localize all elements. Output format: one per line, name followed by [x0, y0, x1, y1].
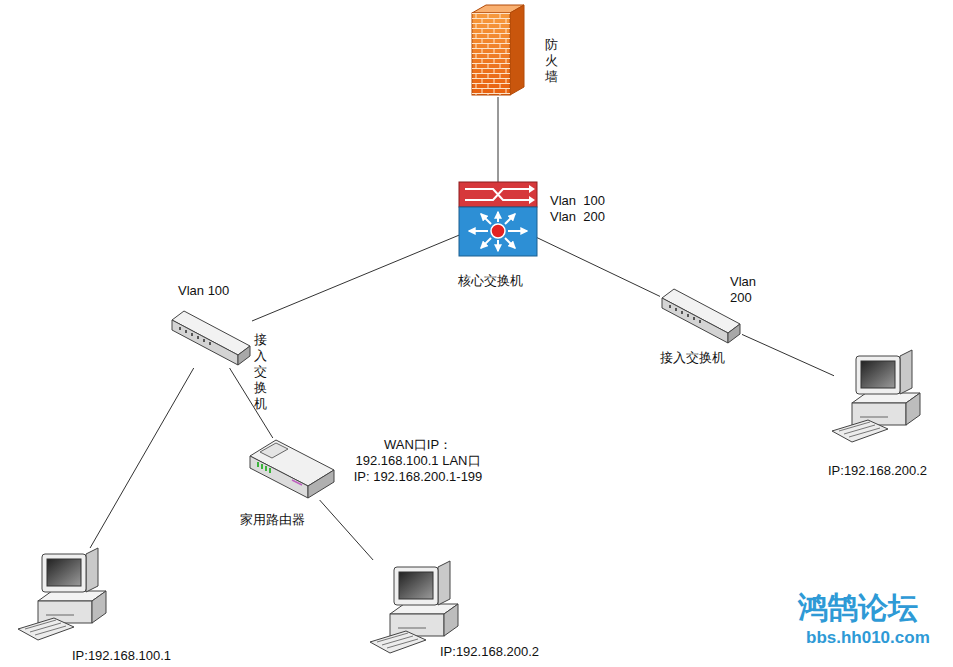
node-label: 防火墙 [545, 37, 558, 85]
network-link [252, 235, 459, 321]
network-link [320, 500, 373, 560]
pc-icon [370, 561, 458, 653]
home-router: 家用路由器WAN口IP： 192.168.100.1 LAN口IP: 192.1… [248, 438, 336, 500]
node-label: WAN口IP： 192.168.100.1 LAN口IP: 192.168.20… [350, 437, 486, 485]
access-switch: Vlan 200接入交换机 [660, 286, 742, 346]
network-link [742, 334, 834, 375]
firewall-icon [472, 5, 524, 95]
access-switch-icon [662, 289, 740, 343]
pc: IP:192.168.200.2 [834, 348, 924, 444]
network-link [498, 97, 499, 182]
node-label: 接入交换机 [660, 350, 725, 366]
node-label: IP:192.168.200.2 [440, 644, 539, 660]
pc-icon [18, 548, 106, 640]
node-label: Vlan 100 [178, 283, 229, 299]
node-label: IP:192.168.100.1 [72, 648, 171, 664]
watermark: bbs.hh010.com [806, 628, 930, 648]
node-label: Vlan 200 [730, 274, 756, 306]
node-label: 家用路由器 [240, 512, 305, 528]
node-label: 核心交换机 [458, 273, 523, 289]
node-label: Vlan 100 Vlan 200 [550, 193, 628, 225]
pc-icon [832, 350, 920, 442]
network-link [90, 368, 194, 548]
router-icon [250, 440, 334, 498]
watermark: 鸿鹄论坛 [798, 588, 918, 629]
network-link [537, 238, 660, 297]
core-switch-icon [459, 182, 537, 256]
pc: IP:192.168.100.1 [18, 548, 108, 642]
firewall: 防火墙 [470, 3, 526, 97]
access-switch: Vlan 100接入交换机 [170, 308, 252, 368]
pc: IP:192.168.200.2 [370, 560, 460, 654]
core-switch: 核心交换机Vlan 100 Vlan 200 [459, 182, 537, 256]
node-label: 接入交换机 [254, 332, 267, 412]
access-switch-icon [172, 311, 250, 365]
node-label: IP:192.168.200.2 [828, 463, 927, 479]
